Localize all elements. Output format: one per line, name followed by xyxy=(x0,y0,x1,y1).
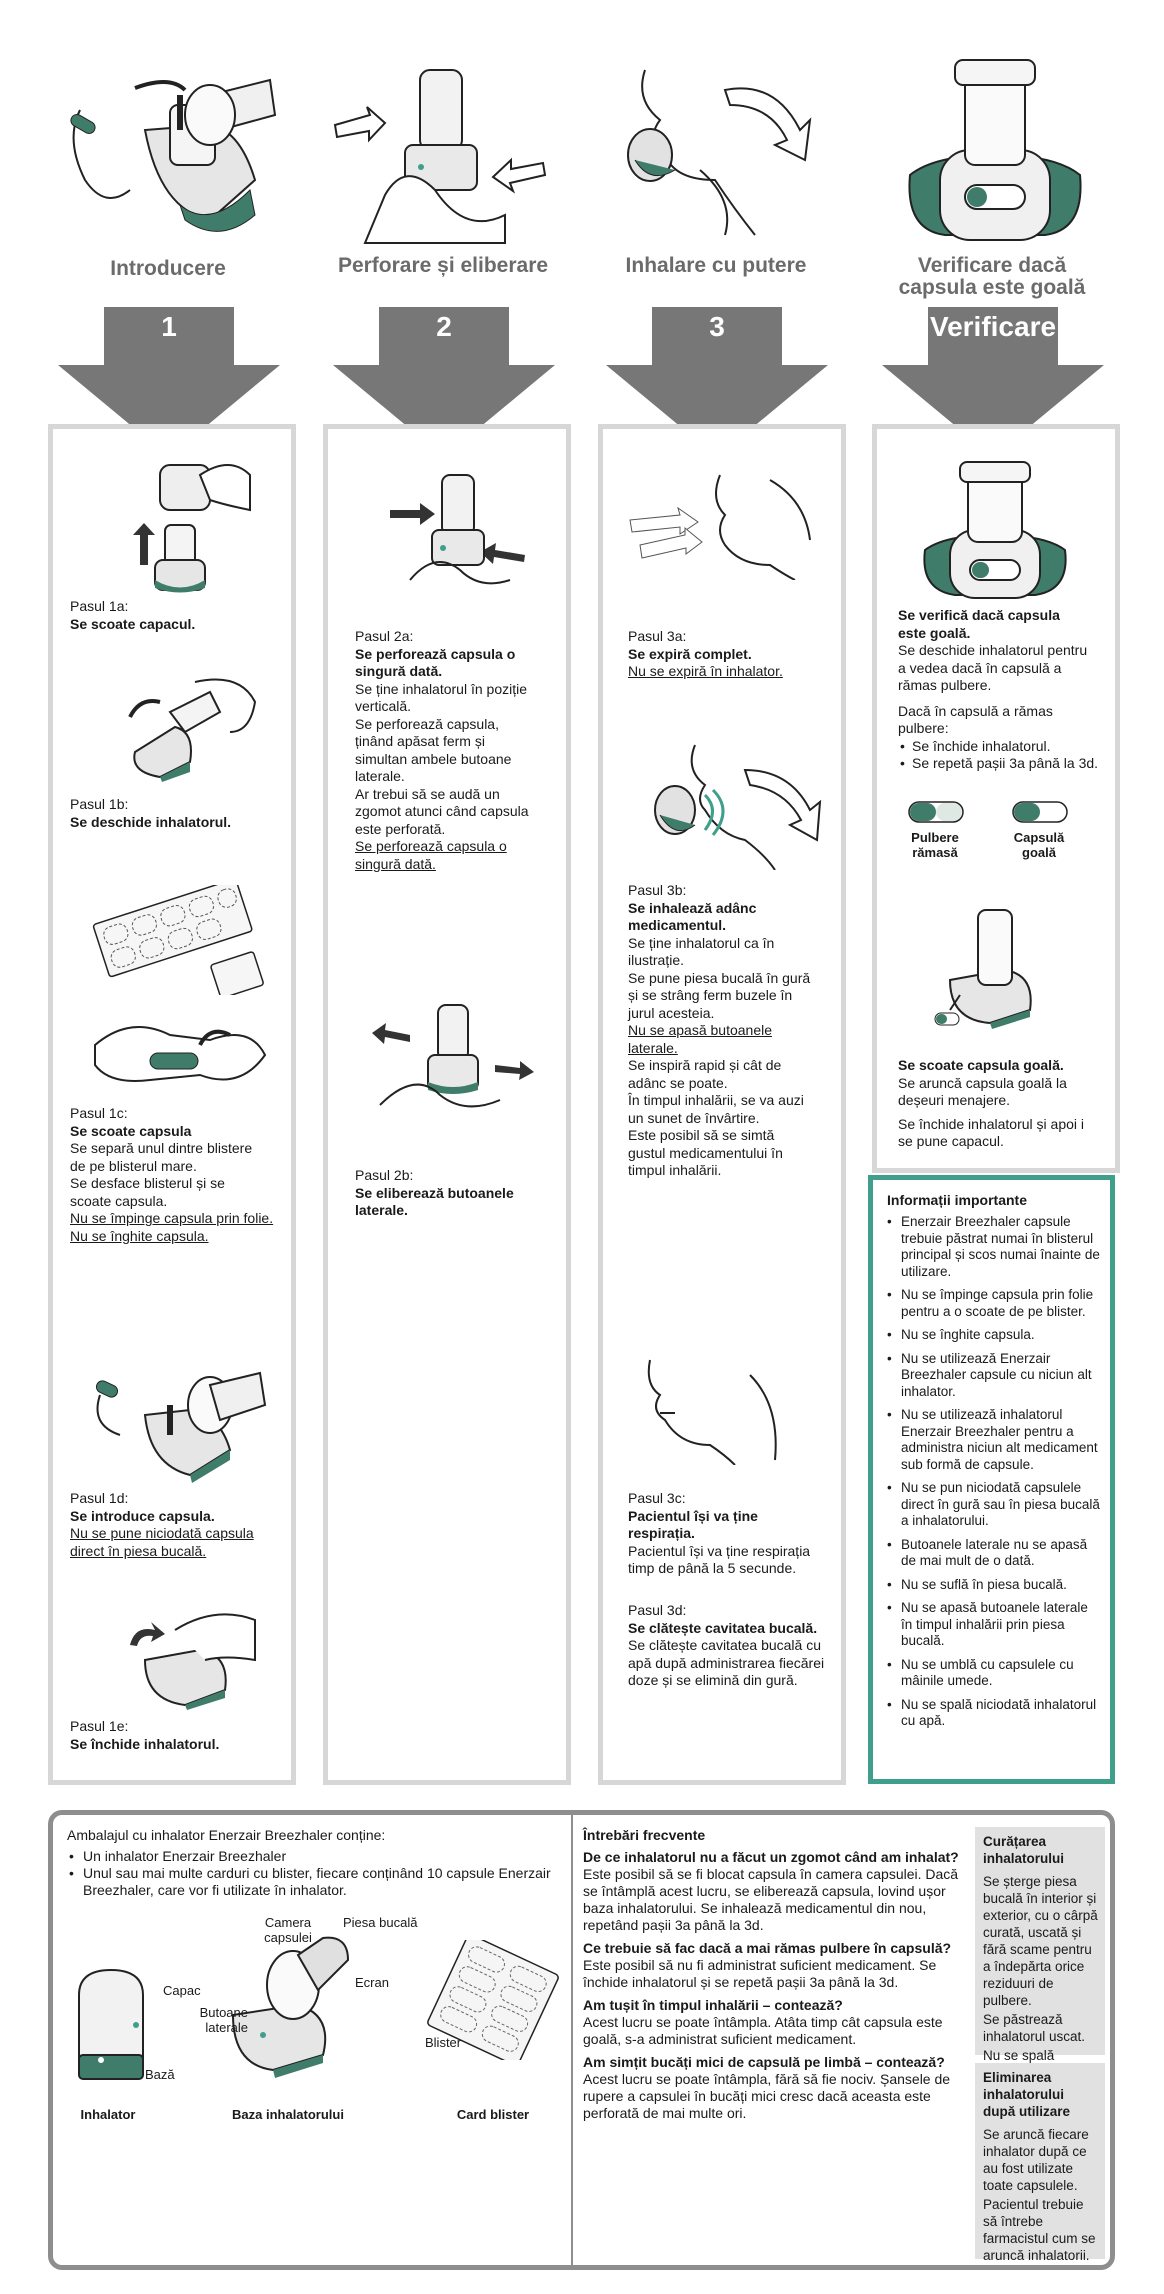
info-item: Nu se umblă cu capsulele cu mâinile umed… xyxy=(887,1657,1100,1690)
step-1d-text: Pasul 1d:Se introduce capsula. Nu se pun… xyxy=(70,1490,254,1559)
capsule-empty-icon xyxy=(1012,801,1068,823)
hold-breath-illustration xyxy=(647,1359,777,1465)
exhale-illustration xyxy=(629,474,811,580)
info-item: Nu se spală niciodată inhalatorul cu apă… xyxy=(887,1697,1100,1730)
faq-question: Ce trebuie să fac dacă a mai rămas pulbe… xyxy=(583,1940,952,1956)
part-label-cap: Capac xyxy=(163,1983,201,1998)
faq-answer: Acest lucru se poate întâmpla. Atâta tim… xyxy=(583,2014,943,2047)
step-arrow-1: 1 xyxy=(58,307,280,457)
step-badge-4: Verificare xyxy=(929,311,1057,342)
step-title-4: Verificare dacă capsula este goală xyxy=(898,254,1086,299)
info-item: Nu se suflă în piesa bucală. xyxy=(887,1577,1100,1594)
faq-question: Am tușit în timpul inhalării – contează? xyxy=(583,1997,843,2013)
caption-inhaler-base: Baza inhalatorului xyxy=(232,2107,344,2122)
capsule-full-icon xyxy=(908,801,964,823)
important-info-box: Informații importante Enerzair Breezhale… xyxy=(868,1175,1115,1784)
open-inhaler-illustration xyxy=(128,678,257,782)
part-label-screen: Ecran xyxy=(355,1975,389,1990)
important-info-title: Informații importante xyxy=(887,1192,1028,1208)
part-label-base: Bază xyxy=(145,2067,175,2082)
remove-cap-illustration xyxy=(133,464,251,593)
step-badge-3: 3 xyxy=(709,311,725,342)
caption-blister-card: Card blister xyxy=(456,2107,530,2122)
disposal-box: Eliminarea inhalatorului după utilizare … xyxy=(975,2063,1105,2263)
release-illustration xyxy=(372,1004,534,1108)
cleaning-box: Curățarea inhalatorului Se șterge piesa … xyxy=(975,1827,1105,2097)
close-inhaler-illustration xyxy=(130,1613,256,1710)
remove-empty-capsule-illustration xyxy=(934,909,1032,1029)
faq-answer: Este posibil să se fi blocat capsula în … xyxy=(583,1866,959,1933)
faq-answer: Este posibil să nu fi administrat sufici… xyxy=(583,1957,937,1990)
check-capsule-illustration xyxy=(923,461,1067,599)
step-1a-text: Pasul 1a:Se scoate capacul. xyxy=(70,598,196,632)
package-info-box: Ambalajul cu inhalator Enerzair Breezhal… xyxy=(48,1810,1115,2270)
column-pierce-release xyxy=(323,424,571,1785)
check-empty-illustration xyxy=(908,59,1082,241)
info-item: Enerzair Breezhaler capsule trebuie păst… xyxy=(887,1214,1100,1280)
faq-title: Întrebări frecvente xyxy=(583,1827,706,1843)
step-title-1: Introducere xyxy=(110,257,226,280)
step-1b-text: Pasul 1b:Se deschide inhalatorul. xyxy=(70,796,232,830)
part-label-mouthpiece: Piesa bucală xyxy=(343,1915,418,1930)
column-inhale xyxy=(598,424,846,1785)
disposal-title: Eliminarea inhalatorului după utilizare xyxy=(983,2070,1071,2119)
blister-illustration xyxy=(92,885,264,995)
column-introduce xyxy=(48,424,296,1785)
step-badge-1: 1 xyxy=(161,311,177,342)
remove-empty-text: Se scoate capsula goală. Se aruncă capsu… xyxy=(898,1057,1085,1149)
step-1e-text: Pasul 1e:Se închide inhalatorul. xyxy=(70,1718,220,1752)
info-item: Nu se pun niciodată capsulele direct în … xyxy=(887,1480,1100,1530)
faq-question: Am simțit bucăți mici de capsulă pe limb… xyxy=(583,2054,945,2070)
insert-capsule-small-illustration xyxy=(95,1371,267,1483)
blister-card-illustration xyxy=(427,1940,559,2060)
divider xyxy=(571,1815,573,2265)
pack-item: Un inhalator Enerzair Breezhaler xyxy=(67,1848,562,1865)
info-item: Nu se utilizează inhalatorul Enerzair Br… xyxy=(887,1407,1100,1473)
inhale-small-illustration xyxy=(654,744,822,870)
info-item: Nu se înghite capsula. xyxy=(887,1327,1100,1344)
info-item: Butoanele laterale nu se apasă de mai mu… xyxy=(887,1537,1100,1570)
inhaler-base-illustration xyxy=(231,1936,350,2078)
pack-item: Unul sau mai multe carduri cu blister, f… xyxy=(67,1865,562,1899)
insert-capsule-illustration xyxy=(70,78,277,232)
inhale-illustration xyxy=(627,69,812,236)
step-arrow-4: Verificare xyxy=(882,307,1104,457)
part-label-chamber: Camera capsulei xyxy=(264,1915,312,1945)
caption-inhaler: Inhalator xyxy=(80,2107,136,2122)
part-label-blister: Blister xyxy=(425,2035,462,2050)
info-item: Nu se apasă butoanele laterale în timpul… xyxy=(887,1600,1100,1650)
faq-answer: Acest lucru se poate întâmpla, fără să f… xyxy=(583,2071,951,2121)
step-arrow-3: 3 xyxy=(606,307,828,457)
info-item: Nu se împinge capsula prin folie pentru … xyxy=(887,1287,1100,1320)
faq-question: De ce inhalatorul nu a făcut un zgomot c… xyxy=(583,1849,959,1865)
inhaler-illustration xyxy=(78,1968,144,2080)
step-arrow-2: 2 xyxy=(333,307,555,457)
step-title-2: Perforare și eliberare xyxy=(337,254,549,277)
pierce-illustration xyxy=(333,69,547,244)
pierce-small-illustration xyxy=(390,474,525,585)
pack-contents: Ambalajul cu inhalator Enerzair Breezhal… xyxy=(67,1827,562,1899)
step-1c-text: Pasul 1c:Se scoate capsula Se separă unu… xyxy=(70,1105,274,1244)
info-item: Nu se utilizează Enerzair Breezhaler cap… xyxy=(887,1351,1100,1401)
step-badge-2: 2 xyxy=(436,311,452,342)
cleaning-title: Curățarea inhalatorului xyxy=(983,1834,1064,1866)
step-3d-text: Pasul 3d:Se clătește cavitatea bucală. S… xyxy=(628,1602,825,1688)
step-title-3: Inhalare cu putere xyxy=(625,254,807,277)
faq-section: Întrebări frecvente De ce inhalatorul nu… xyxy=(583,1827,963,2122)
step-3a-text: Pasul 3a:Se expiră complet. Nu se expiră… xyxy=(628,628,783,679)
remove-capsule-illustration xyxy=(94,1026,267,1082)
part-label-side-buttons: Butoane laterale xyxy=(199,2005,248,2035)
